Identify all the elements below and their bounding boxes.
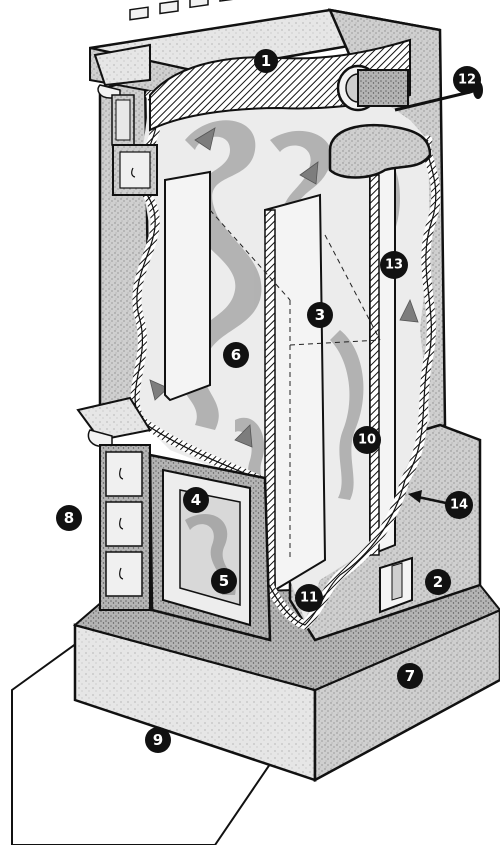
svg-text:11: 11 bbox=[300, 591, 318, 606]
svg-text:14: 14 bbox=[450, 498, 468, 513]
marker-13: 13 bbox=[380, 251, 408, 279]
svg-text:8: 8 bbox=[64, 509, 74, 527]
marker-1: 1 bbox=[254, 49, 278, 73]
interior-baffle-left bbox=[164, 170, 211, 402]
hidden-lines bbox=[209, 209, 381, 560]
top-crenellations bbox=[129, 0, 239, 21]
svg-text:9: 9 bbox=[153, 731, 163, 749]
left-lower-cornice bbox=[76, 396, 152, 447]
marker-14: 14 bbox=[445, 491, 473, 519]
ash-door-inner bbox=[391, 562, 403, 601]
top-cap-cutaway bbox=[149, 38, 411, 132]
svg-text:3: 3 bbox=[315, 306, 325, 324]
marker-11: 11 bbox=[295, 584, 323, 612]
left-upper-tile-column bbox=[111, 94, 158, 196]
marker-2: 2 bbox=[425, 569, 451, 595]
svg-text:4: 4 bbox=[191, 491, 201, 509]
marker-12: 12 bbox=[453, 66, 481, 94]
svg-text:5: 5 bbox=[219, 572, 229, 590]
marker-8: 8 bbox=[56, 505, 82, 531]
svg-text:1: 1 bbox=[261, 52, 271, 70]
flow-arrows bbox=[149, 127, 419, 448]
svg-text:2: 2 bbox=[433, 573, 443, 591]
marker-6: 6 bbox=[223, 342, 249, 368]
interior-baffle-right-edge bbox=[369, 174, 380, 556]
svg-text:7: 7 bbox=[405, 667, 415, 685]
pointer-arrow-14 bbox=[408, 490, 447, 505]
svg-text:12: 12 bbox=[458, 73, 476, 88]
marker-5: 5 bbox=[211, 568, 237, 594]
cutaway-cut-edge-outline bbox=[134, 94, 437, 626]
upper-duct bbox=[328, 124, 432, 179]
svg-text:6: 6 bbox=[231, 346, 241, 364]
svg-text:10: 10 bbox=[358, 433, 376, 448]
damper-rod bbox=[394, 90, 471, 112]
marker-9: 9 bbox=[145, 727, 171, 753]
svg-text:13: 13 bbox=[385, 258, 403, 273]
flue-pipe bbox=[336, 64, 409, 112]
marker-4: 4 bbox=[183, 487, 209, 513]
left-lower-tile-stack bbox=[99, 444, 151, 611]
marker-7: 7 bbox=[397, 663, 423, 689]
marker-3: 3 bbox=[307, 302, 333, 328]
marker-10: 10 bbox=[353, 426, 381, 454]
